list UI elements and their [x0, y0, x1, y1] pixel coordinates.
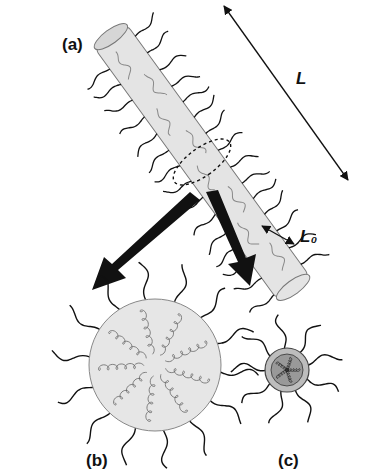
core-chain	[142, 71, 167, 100]
polymer-chain	[84, 67, 112, 89]
core-coil	[166, 368, 210, 383]
corona-chain	[242, 336, 272, 357]
corona-chain	[299, 325, 321, 353]
core-coil	[160, 314, 182, 355]
polymer-chain	[144, 31, 172, 54]
cylindrical-micelle	[66, 2, 337, 323]
core-coil	[98, 363, 144, 370]
diameter-arrow	[262, 226, 294, 244]
core-chain	[264, 241, 289, 270]
spherical-micelle-small	[231, 315, 343, 424]
polymer-chain	[119, 115, 146, 137]
corona-chain	[122, 426, 136, 465]
corona-chain	[215, 329, 253, 344]
corona-chain	[52, 350, 91, 360]
polymer-chain	[182, 83, 210, 105]
dashed-section	[166, 131, 237, 194]
length-arrow	[224, 6, 348, 180]
polymer-chain	[201, 110, 230, 134]
corona-chain	[199, 288, 225, 319]
polymer-chain	[171, 69, 200, 93]
polymer-chain	[154, 164, 180, 185]
corona-chain	[269, 389, 283, 423]
corona-chain	[162, 429, 168, 469]
corona-chain	[70, 305, 102, 330]
corona-chain	[305, 378, 338, 392]
cylinder-end	[91, 19, 132, 54]
core-coil	[286, 357, 292, 372]
polymer-chain	[259, 190, 288, 214]
spherical-micelle-large	[52, 262, 259, 468]
corona-chain	[58, 387, 95, 403]
core-chain	[194, 164, 217, 193]
polymer-chain	[273, 209, 301, 232]
polymer-chain	[130, 12, 159, 36]
cylinder-end	[273, 270, 314, 305]
polymer-chain	[241, 165, 269, 189]
corona-chain	[307, 355, 343, 366]
corona-chain	[87, 412, 112, 444]
polymer-chain	[230, 150, 258, 174]
corona-chain	[219, 369, 259, 375]
polymer-chain	[191, 214, 218, 235]
core-chain	[225, 184, 248, 212]
polymer-chain	[104, 94, 133, 118]
micelle-core	[265, 348, 309, 392]
polymer-chain	[190, 95, 218, 118]
corona-chain	[231, 363, 267, 372]
core-chain	[111, 50, 136, 79]
micelle-core-inner	[271, 354, 303, 386]
polymer-chain	[252, 179, 279, 200]
micelle-core	[89, 299, 221, 431]
panel-label: (c)	[278, 452, 299, 469]
core-coil	[114, 372, 147, 405]
pointer-arrow	[92, 192, 200, 290]
corona-chain	[174, 264, 186, 304]
panel-label: (b)	[86, 452, 108, 469]
pointer-arrow	[206, 190, 256, 286]
corona-chain	[209, 399, 241, 423]
panel-label: (a)	[62, 36, 83, 53]
core-coil	[109, 331, 147, 359]
core-chain	[152, 107, 176, 136]
dimension-label: L₀	[300, 228, 317, 245]
corona-chain	[295, 388, 311, 422]
core-chain	[184, 128, 208, 157]
polymer-chain	[301, 247, 330, 271]
core-coil	[140, 310, 154, 354]
polymer-chain	[94, 80, 121, 102]
core-coil	[146, 376, 155, 422]
corona-chain	[189, 420, 207, 456]
corona-chain	[276, 315, 287, 351]
corona-chain	[139, 262, 149, 301]
polymer-chain	[133, 134, 161, 157]
polymer-chain	[144, 149, 172, 173]
dimension-label: L	[296, 70, 306, 87]
polymer-chain	[248, 293, 275, 314]
corona-chain	[101, 276, 121, 311]
polymer-chain	[159, 51, 186, 73]
polymer-chain	[163, 174, 191, 198]
core-coil	[161, 374, 188, 412]
polymer-chain	[216, 130, 243, 151]
core-coil	[165, 341, 207, 362]
corona-chain	[242, 382, 271, 403]
